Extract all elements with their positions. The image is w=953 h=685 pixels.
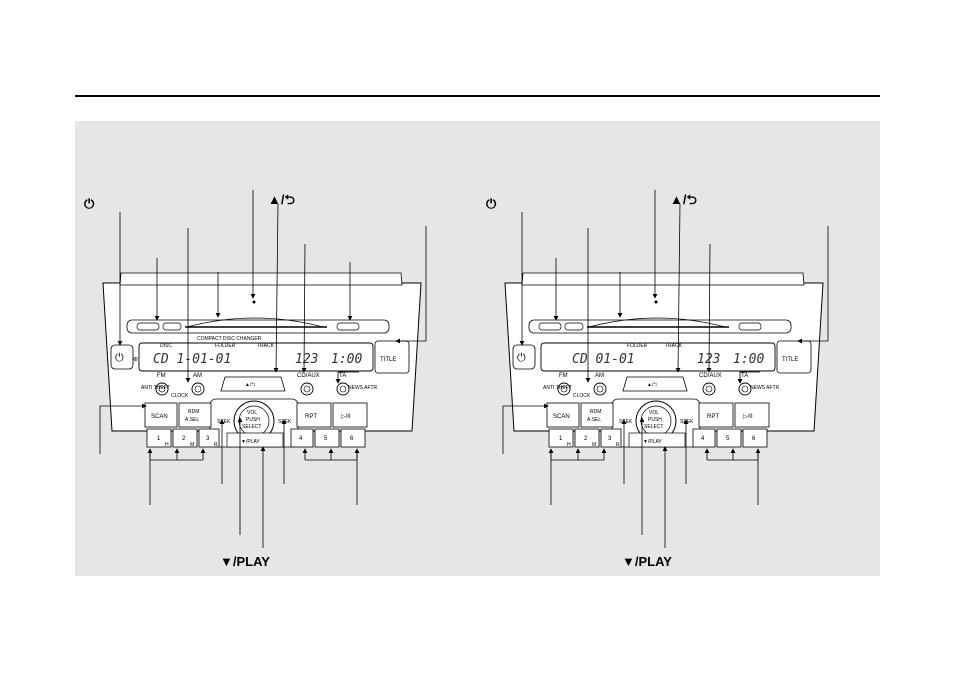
header-rule (75, 95, 880, 97)
right-eject-callout: ▲/⮌ (670, 192, 697, 207)
seek-back-button[interactable]: SEEK (619, 419, 633, 425)
asel-button[interactable]: A.SEL (185, 417, 199, 423)
play-small-label[interactable]: ▼/PLAY (643, 439, 662, 445)
am-label: AM (595, 373, 604, 379)
preset-sub-r: R (214, 442, 218, 448)
left-power-callout: ⏻ (84, 196, 95, 211)
right-play-callout: ▼/PLAY (622, 554, 672, 569)
preset-sub-m: M (190, 442, 194, 448)
disc-caption: DISC (160, 343, 172, 349)
track-caption: TRACK (257, 343, 275, 349)
preset-2[interactable]: 2 (584, 436, 588, 442)
preset-5[interactable]: 5 (726, 436, 730, 442)
preset-3[interactable]: 3 (206, 436, 210, 442)
preset-5[interactable]: 5 (324, 436, 328, 442)
display-main: CD 1-01-01 (153, 352, 231, 367)
fm-label: FM (559, 373, 568, 379)
rpt-button[interactable]: RPT (707, 414, 719, 420)
preset-4[interactable]: 4 (701, 436, 705, 442)
folder-caption: FOLDER (215, 343, 236, 349)
preset-1[interactable]: 1 (157, 436, 161, 442)
ta-label: TA (741, 373, 748, 379)
preset-3[interactable]: 3 (608, 436, 612, 442)
ta-label: TA (339, 373, 346, 379)
disc-icon: ⊛ (133, 357, 138, 363)
power-button-icon[interactable]: ⏻ (517, 352, 526, 364)
preset-sub-h: H (165, 442, 169, 448)
select-knob[interactable]: SELECT (242, 424, 261, 430)
news-label: NEWS AFTR (750, 385, 780, 391)
folder-caption: FOLDER (627, 343, 648, 349)
push-label: PUSH (246, 417, 260, 423)
fm-label: FM (157, 373, 166, 379)
right-power-callout: ⏻ (486, 196, 497, 211)
vol-label[interactable]: VOL (649, 410, 659, 416)
cd-aux-label: CD/AUX (699, 373, 722, 379)
left-audio-unit: ⊛ COMPACT DISC CHANGER DISC FOLDER TRACK… (102, 272, 422, 448)
anti-theft-label: ANTI THEFT (141, 385, 170, 391)
news-label: NEWS AFTR (348, 385, 378, 391)
title-button[interactable]: TITLE (782, 357, 798, 363)
display-time: 1:00 (331, 352, 362, 367)
eject-small-label[interactable]: ▲/⮌ (245, 381, 255, 388)
track-caption: TRACK (665, 343, 683, 349)
scan-button[interactable]: SCAN (553, 414, 570, 420)
am-label: AM (193, 373, 202, 379)
seek-back-button[interactable]: SEEK (217, 419, 231, 425)
left-play-callout: ▼/PLAY (220, 554, 270, 569)
preset-sub-m: M (592, 442, 596, 448)
preset-sub-h: H (567, 442, 571, 448)
left-unit-labels: ⏻ TITLE FM AM CD/AUX TA ANTI THEFT CLOCK… (115, 352, 396, 448)
display-number: 123 (295, 352, 318, 367)
preset-2[interactable]: 2 (182, 436, 186, 442)
right-audio-unit: FOLDER TRACK CD 01-01 1 2 3 1:00 (504, 272, 824, 448)
anti-theft-label: ANTI THEFT (543, 385, 572, 391)
rdm-button[interactable]: RDM (188, 409, 199, 415)
cd-aux-label: CD/AUX (297, 373, 320, 379)
display-time: 1:00 (733, 352, 764, 367)
preset-6[interactable]: 6 (752, 436, 756, 442)
clock-label: CLOCK (171, 393, 189, 399)
play-pause-button[interactable]: ▷/II (743, 414, 753, 420)
select-knob[interactable]: SELECT (644, 424, 663, 430)
asel-button[interactable]: A.SEL (587, 417, 601, 423)
clock-label: CLOCK (573, 393, 591, 399)
preset-4[interactable]: 4 (299, 436, 303, 442)
vol-label[interactable]: VOL (247, 410, 257, 416)
play-pause-button[interactable]: ▷/II (341, 414, 351, 420)
left-eject-callout: ▲/⮌ (268, 192, 295, 207)
preset-sub-r: R (616, 442, 620, 448)
changer-label: COMPACT DISC CHANGER (197, 336, 262, 342)
left-callouts (99, 190, 427, 548)
preset-6[interactable]: 6 (350, 436, 354, 442)
seek-forward-button[interactable]: SEEK (680, 419, 694, 425)
right-callouts (502, 190, 829, 548)
power-button-icon[interactable]: ⏻ (115, 352, 124, 364)
display-main: CD 01-01 (572, 352, 635, 367)
scan-button[interactable]: SCAN (151, 414, 168, 420)
rdm-button[interactable]: RDM (590, 409, 601, 415)
push-label: PUSH (648, 417, 662, 423)
eject-small-label[interactable]: ▲/⮌ (647, 381, 657, 388)
rpt-button[interactable]: RPT (305, 414, 317, 420)
play-small-label[interactable]: ▼/PLAY (241, 439, 260, 445)
preset-1[interactable]: 1 (559, 436, 563, 442)
title-button[interactable]: TITLE (380, 357, 396, 363)
seek-forward-button[interactable]: SEEK (278, 419, 292, 425)
